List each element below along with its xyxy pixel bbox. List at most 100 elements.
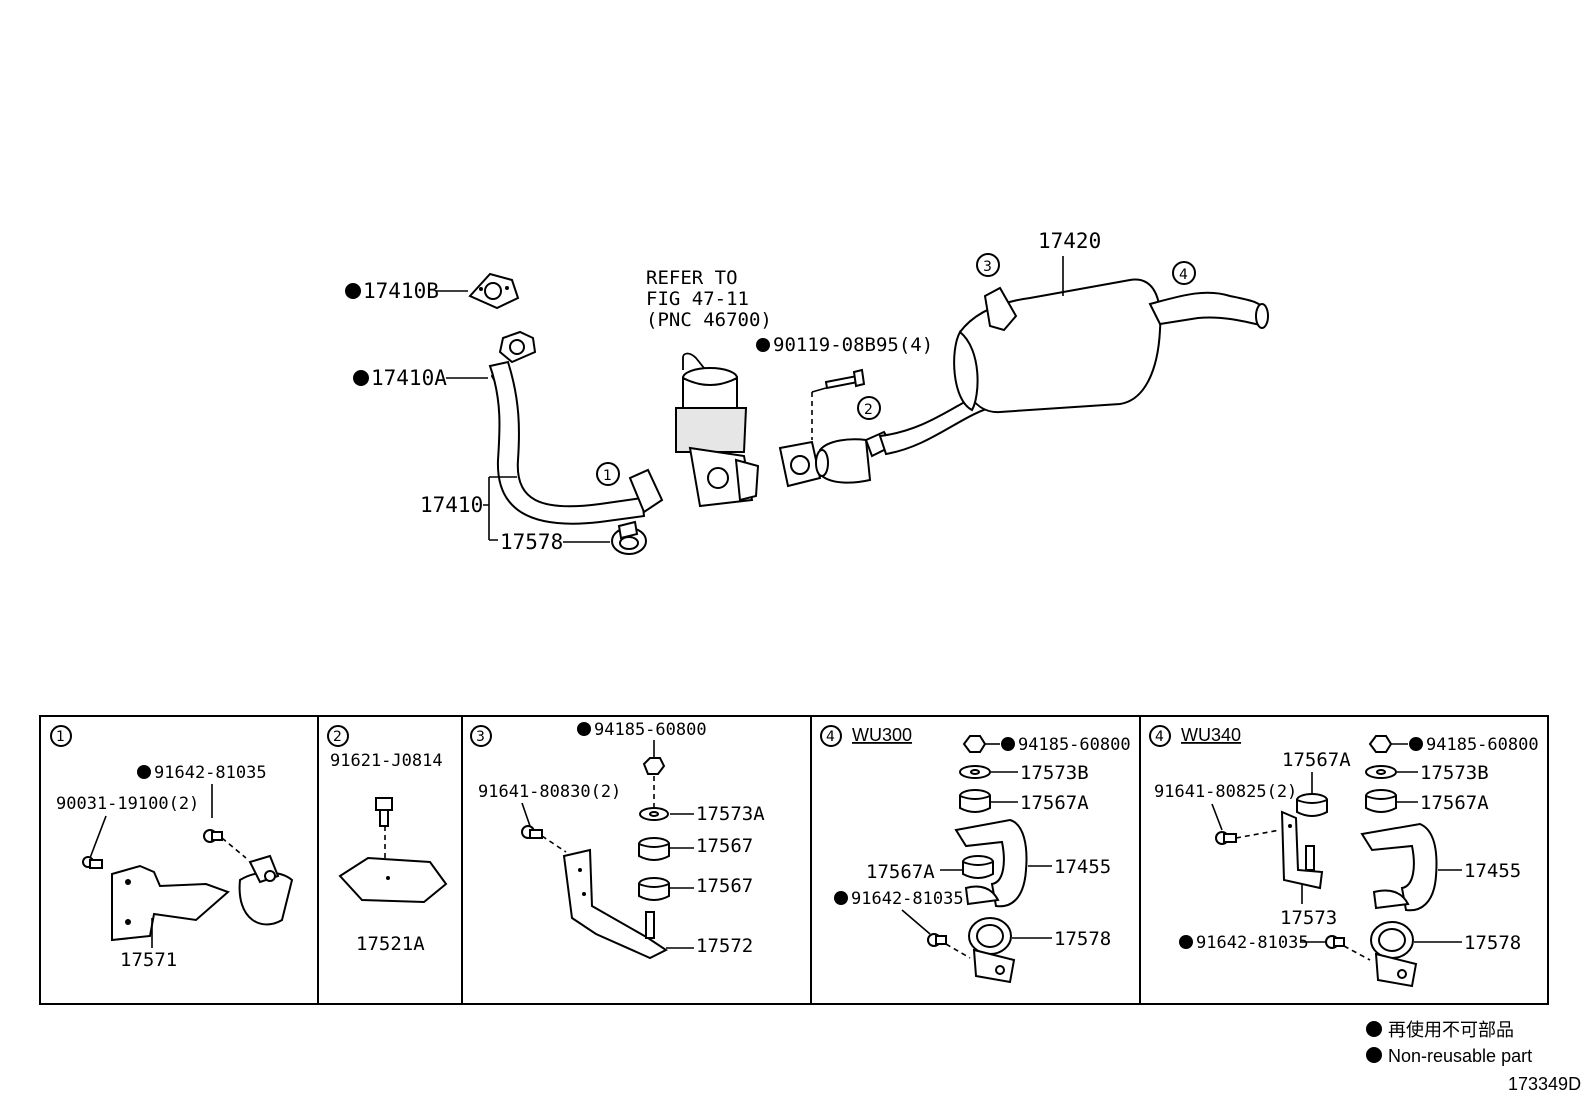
svg-text:1: 1 xyxy=(603,468,612,484)
non-reusable-marker xyxy=(137,765,151,779)
nut-91642-wu300[interactable] xyxy=(927,933,947,947)
label-17410b: 17410B xyxy=(363,279,439,303)
label-17573b-wu340: 17573B xyxy=(1420,762,1489,784)
label-17410a: 17410A xyxy=(371,366,447,390)
non-reusable-marker xyxy=(353,370,369,386)
svg-text:2: 2 xyxy=(864,402,873,418)
label-17567-b: 17567 xyxy=(696,875,753,897)
washer-17573a[interactable] xyxy=(639,807,669,821)
non-reusable-marker xyxy=(1409,737,1423,751)
refer-note-line1: REFER TO xyxy=(646,267,738,289)
nut-91642-p1[interactable] xyxy=(203,829,223,843)
muffler-17420[interactable] xyxy=(953,278,1269,414)
label-17578-main: 17578 xyxy=(500,530,563,554)
diagram-id: 173349D xyxy=(1508,1074,1581,1094)
label-90031-19100: 90031-19100(2) xyxy=(56,794,199,814)
legend-dot xyxy=(1366,1021,1382,1037)
marker-2[interactable]: 2 xyxy=(857,396,881,420)
label-17420: 17420 xyxy=(1038,229,1101,253)
bolt-90119[interactable] xyxy=(824,368,866,390)
detail-panel-2: 2 91621-J0814 17521A xyxy=(327,725,448,955)
clamp-17578[interactable] xyxy=(611,520,647,555)
non-reusable-marker xyxy=(756,338,770,352)
label-17578-wu340: 17578 xyxy=(1464,932,1521,954)
detail-panel-4-wu300: 4 WU300 94185-60800 17573B 17567A 17455 xyxy=(820,725,1131,984)
marker-4[interactable]: 4 xyxy=(1172,261,1196,285)
heat-insulator-17521a[interactable] xyxy=(338,856,448,904)
refer-note-line2: FIG 47-11 xyxy=(646,288,749,310)
marker-1[interactable]: 1 xyxy=(596,462,620,486)
non-reusable-marker xyxy=(1001,737,1015,751)
label-17567a-left-wu340: 17567A xyxy=(1282,749,1351,771)
label-17572: 17572 xyxy=(696,935,753,957)
label-94185-wu340: 94185-60800 xyxy=(1426,735,1539,755)
refer-note-line3: (PNC 46700) xyxy=(646,309,772,331)
clamp-p1[interactable] xyxy=(238,854,294,926)
detail-panels-frame xyxy=(39,715,1549,1005)
detail-panel-4-wu340: 4 WU340 94185-60800 17573B 17567A 17567A… xyxy=(1149,725,1539,988)
variant-wu300: WU300 xyxy=(852,725,912,745)
bolt-91641-wu340[interactable] xyxy=(1215,831,1237,845)
cushion-17567a-right-wu340[interactable] xyxy=(1365,789,1397,813)
hanger-17455-wu300[interactable] xyxy=(954,818,1028,908)
washer-17573b-wu300[interactable] xyxy=(959,765,991,779)
clamp-17578-wu340[interactable] xyxy=(1370,921,1418,988)
label-90119: 90119-08B95(4) xyxy=(773,334,933,356)
label-94185-wu300: 94185-60800 xyxy=(1018,735,1131,755)
bracket-17573-wu340[interactable] xyxy=(1280,810,1324,890)
label-91641-80825: 91641-80825(2) xyxy=(1154,782,1297,802)
label-17573-wu340: 17573 xyxy=(1280,907,1337,929)
label-17410: 17410 xyxy=(420,493,483,517)
label-17521a: 17521A xyxy=(356,933,425,955)
bolt-90031[interactable] xyxy=(82,856,103,869)
label-94185-p3: 94185-60800 xyxy=(594,720,707,740)
hanger-17455-wu340[interactable] xyxy=(1360,822,1438,912)
detail-panel-1: 1 91642-81035 90031-19100(2) 17571 xyxy=(50,725,294,971)
nut-94185-wu340[interactable] xyxy=(1368,735,1393,753)
gasket-17410b[interactable] xyxy=(468,272,520,310)
svg-text:3: 3 xyxy=(476,729,485,745)
non-reusable-marker xyxy=(834,891,848,905)
label-17567a-side-wu300: 17567A xyxy=(866,861,935,883)
label-17455-wu300: 17455 xyxy=(1054,856,1111,878)
svg-text:4: 4 xyxy=(826,729,835,745)
front-pipe-17410[interactable] xyxy=(488,330,664,525)
svg-text:4: 4 xyxy=(1155,729,1164,745)
label-91642-81035-p1: 91642-81035 xyxy=(154,763,267,783)
cushion-17567a-left-wu340[interactable] xyxy=(1296,793,1328,817)
cushion-17567a-top-wu300[interactable] xyxy=(959,789,991,813)
clamp-17578-wu300[interactable] xyxy=(968,917,1016,984)
svg-text:4: 4 xyxy=(1179,267,1188,283)
label-17567a-top-wu300: 17567A xyxy=(1020,792,1089,814)
nut-94185-p3[interactable] xyxy=(642,757,666,775)
label-17567-a: 17567 xyxy=(696,835,753,857)
cushion-17567a-side-wu300[interactable] xyxy=(962,855,994,879)
non-reusable-marker xyxy=(345,283,361,299)
label-17578-wu300: 17578 xyxy=(1054,928,1111,950)
legend-dot xyxy=(1366,1047,1382,1063)
label-91642-wu300: 91642-81035 xyxy=(851,889,964,909)
cushion-17567-b[interactable] xyxy=(638,877,670,901)
label-91621-j0814: 91621-J0814 xyxy=(330,751,443,771)
svg-text:1: 1 xyxy=(56,729,65,745)
cushion-17567-a[interactable] xyxy=(638,837,670,861)
label-17567a-right-wu340: 17567A xyxy=(1420,792,1489,814)
bracket-17572[interactable] xyxy=(562,848,668,960)
variant-wu340: WU340 xyxy=(1181,725,1241,745)
svg-text:3: 3 xyxy=(983,259,992,275)
nut-91642-wu340[interactable] xyxy=(1325,935,1345,949)
detail-panel-3: 3 94185-60800 91641-80830(2) 17573A 1756… xyxy=(470,720,765,960)
legend-jp: 再使用不可部品 xyxy=(1388,1020,1514,1041)
label-17455-wu340: 17455 xyxy=(1464,860,1521,882)
washer-17573b-wu340[interactable] xyxy=(1365,765,1397,779)
nut-94185-wu300[interactable] xyxy=(962,735,987,753)
bracket-17571[interactable] xyxy=(111,864,230,942)
label-17573a: 17573A xyxy=(696,803,765,825)
legend-en: Non-reusable part xyxy=(1388,1046,1532,1066)
non-reusable-marker xyxy=(577,722,591,736)
marker-3[interactable]: 3 xyxy=(976,253,1000,277)
bolt-91641-p3[interactable] xyxy=(521,825,543,839)
catalytic-converter-ref[interactable] xyxy=(675,352,760,508)
bolt-91621[interactable] xyxy=(375,797,393,827)
